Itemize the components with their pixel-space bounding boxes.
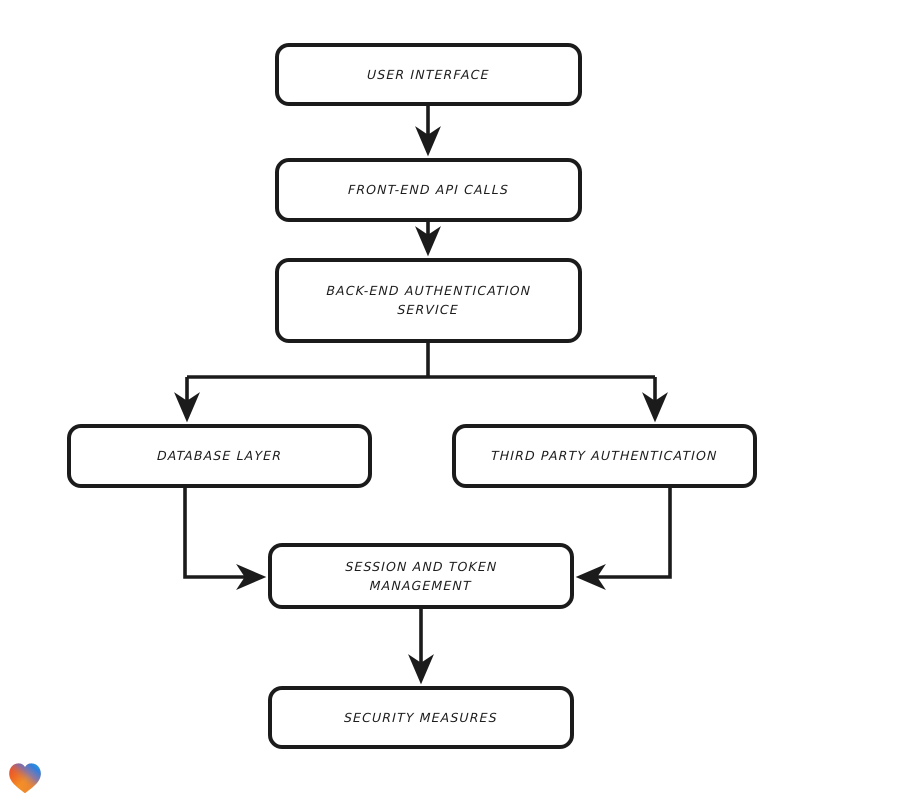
node-third-party-authentication[interactable]: Third Party Authentication <box>452 424 757 488</box>
node-database-layer[interactable]: Database Layer <box>67 424 372 488</box>
node-frontend-api-calls[interactable]: Front-End API Calls <box>275 158 582 222</box>
node-backend-authentication-service-label: Back-End Authentication Service <box>326 283 532 318</box>
node-session-and-token-management-label: Session and Token Management <box>345 558 498 593</box>
node-user-interface-label: User Interface <box>366 66 491 82</box>
heart-icon <box>9 763 41 794</box>
edge-database-to-session <box>183 488 267 590</box>
node-security-measures-label: Security Measures <box>343 709 499 725</box>
node-session-and-token-management[interactable]: Session and Token Management <box>268 543 574 609</box>
node-backend-authentication-service[interactable]: Back-End Authentication Service <box>275 258 582 343</box>
node-third-party-authentication-label: Third Party Authentication <box>490 448 719 464</box>
edge-thirdparty-to-session <box>575 488 672 590</box>
node-user-interface[interactable]: User Interface <box>275 43 582 106</box>
node-frontend-api-calls-label: Front-End API Calls <box>347 182 510 198</box>
node-database-layer-label: Database Layer <box>156 448 283 464</box>
node-security-measures[interactable]: Security Measures <box>268 686 574 749</box>
